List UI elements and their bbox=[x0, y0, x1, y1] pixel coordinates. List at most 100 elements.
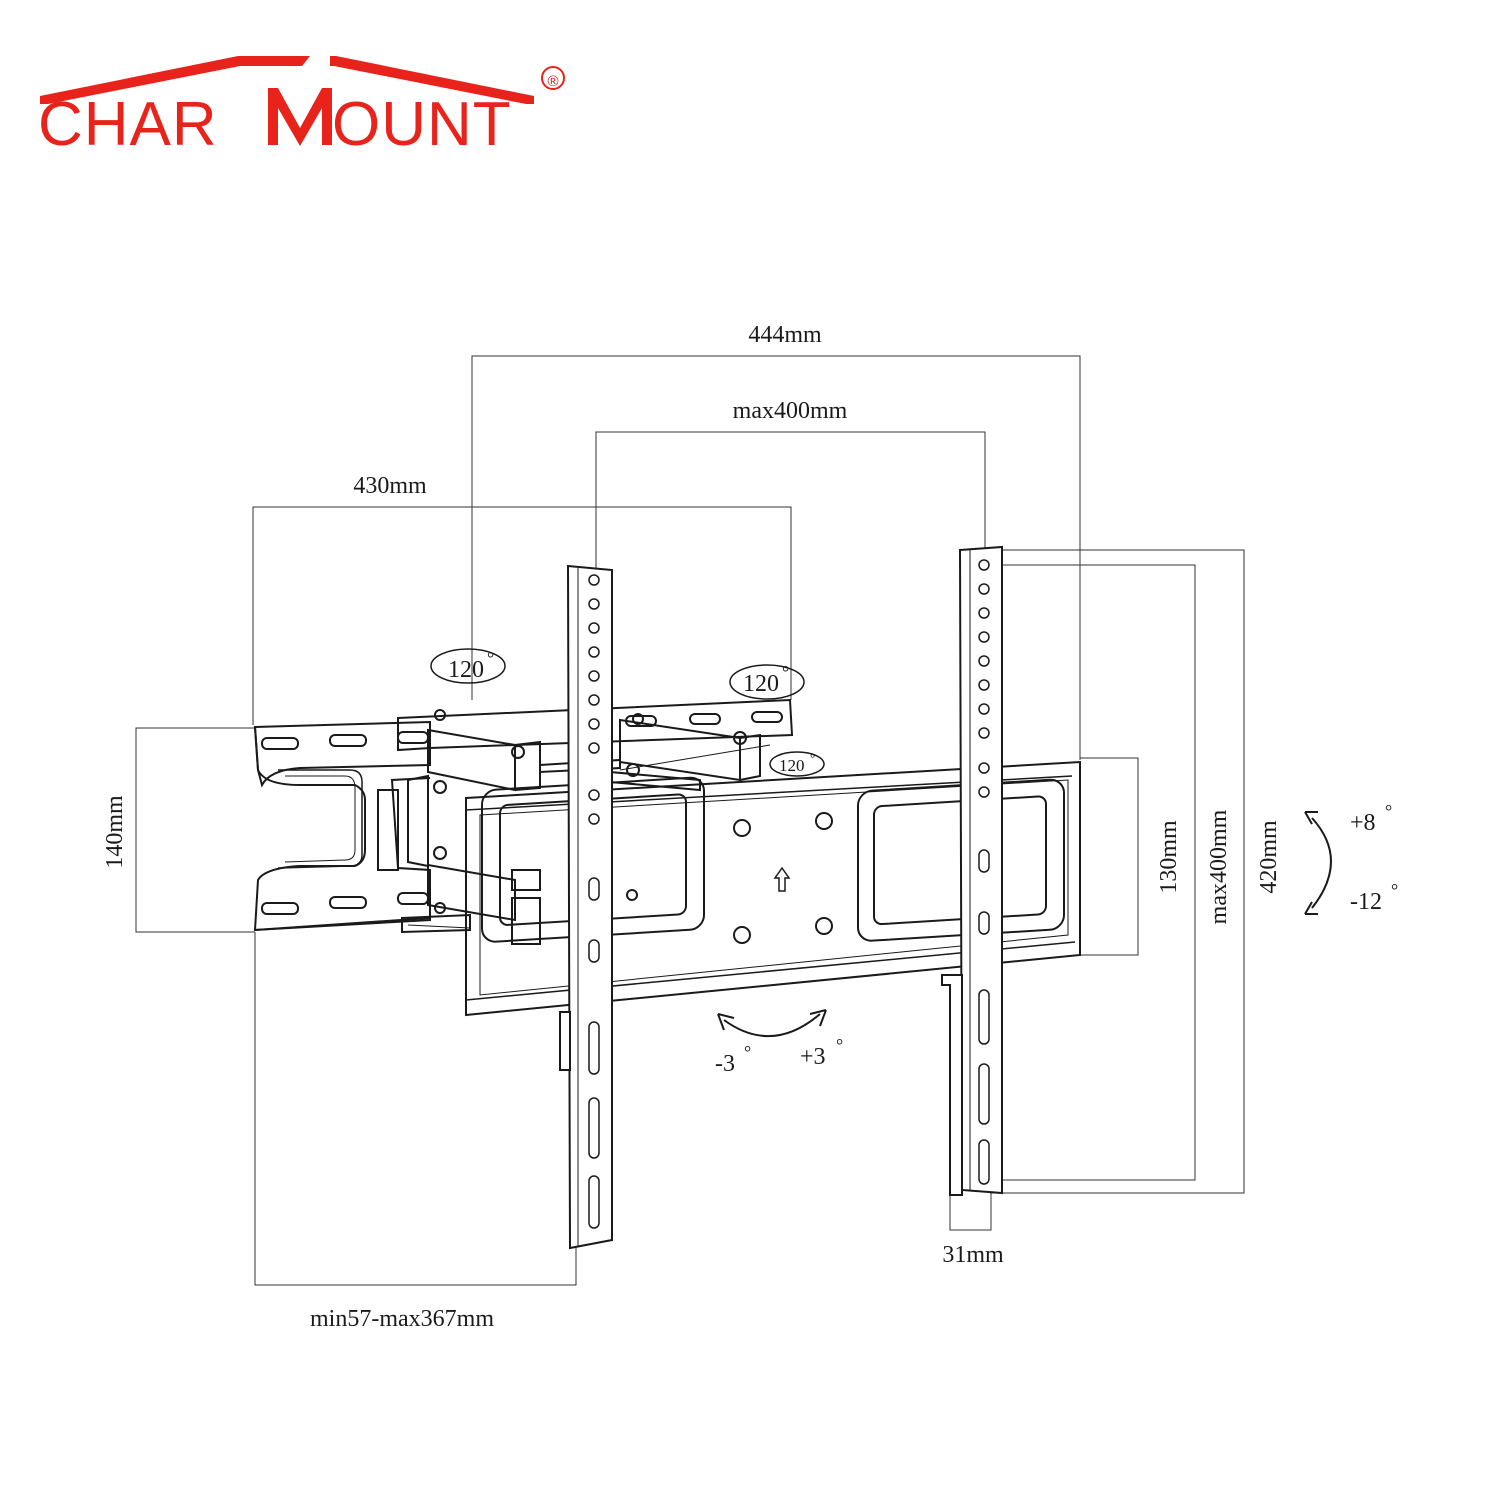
arm-edge bbox=[407, 924, 471, 929]
label-wall-plate-height: 140mm bbox=[102, 795, 128, 869]
swivel-head-ring bbox=[769, 751, 825, 777]
right-rail-hole bbox=[978, 786, 990, 798]
brand-logo: CHAR OUNT ® bbox=[38, 56, 565, 159]
wall-plate-rib bbox=[277, 769, 363, 869]
wall-slot bbox=[397, 731, 429, 744]
tilt-arc bbox=[1311, 817, 1332, 909]
degree-mark: ° bbox=[744, 1042, 751, 1062]
bolt bbox=[632, 713, 644, 725]
label-swivel-head: 120 bbox=[779, 756, 805, 775]
wall-slot bbox=[329, 734, 367, 747]
swivel-left-ring bbox=[430, 648, 506, 684]
lower-arm-block bbox=[427, 863, 516, 922]
tv-plate-top-flange bbox=[465, 775, 1073, 811]
label-overall-height: 420mm bbox=[1256, 820, 1282, 894]
left-rail-slot bbox=[588, 1175, 600, 1229]
angle-labels: 120 ° 120 ° 120 ° +8 ° -12 ° -3 ° +3 ° bbox=[448, 648, 1398, 1077]
tilt-arrow-down-icon bbox=[1304, 901, 1318, 915]
right-rail-hole bbox=[978, 631, 990, 643]
label-swivel-right: 120 bbox=[743, 671, 779, 697]
right-rail-hole bbox=[978, 655, 990, 667]
dim-line-420 bbox=[990, 549, 1245, 1194]
plate-hole bbox=[815, 812, 833, 830]
rail-holes bbox=[588, 559, 990, 1229]
wall-hinge bbox=[377, 789, 399, 871]
bolt bbox=[434, 709, 446, 721]
lower-arm-clamp bbox=[511, 897, 541, 945]
left-rail-hole bbox=[588, 718, 600, 730]
left-vertical-rail bbox=[559, 564, 613, 1250]
rotate-arrow-right-icon bbox=[809, 1009, 827, 1027]
label-overall-width: 444mm bbox=[748, 322, 822, 348]
right-rail-hole bbox=[978, 727, 990, 739]
bolt bbox=[626, 889, 638, 901]
wall-plate-outline bbox=[253, 720, 431, 788]
wall-plate-top-bar bbox=[253, 726, 431, 932]
degree-mark: ° bbox=[782, 662, 789, 682]
label-arm-width: 430mm bbox=[353, 473, 427, 499]
bolt bbox=[433, 780, 447, 794]
logo-roof-right bbox=[330, 56, 534, 104]
right-rail-slot bbox=[978, 911, 990, 935]
label-vesa-vertical: max400mm bbox=[1206, 809, 1232, 924]
label-rotate-left: -3 bbox=[715, 1051, 735, 1077]
label-tilt-down: -12 bbox=[1350, 889, 1382, 915]
logo-m-mark bbox=[268, 88, 332, 146]
bolt bbox=[511, 745, 525, 759]
dim-line-max400-v bbox=[985, 564, 1196, 1181]
label-rotate-right: +3 bbox=[800, 1044, 826, 1070]
dimension-labels: 444mm max400mm 430mm 140mm 130mm max400m… bbox=[102, 322, 1282, 1332]
wall-plate-rib bbox=[284, 775, 356, 863]
wall-slot bbox=[397, 892, 429, 905]
tilt-arrow-up-icon bbox=[1304, 811, 1318, 825]
motion-arrows bbox=[430, 648, 1332, 1038]
tv-plate-inner bbox=[479, 779, 1069, 996]
right-rail-slot bbox=[978, 849, 990, 873]
up-arrow-icon bbox=[773, 866, 791, 892]
lower-arm bbox=[401, 913, 471, 934]
right-rail-slot bbox=[978, 989, 990, 1045]
tilt-bracket-edge bbox=[619, 744, 771, 771]
left-rail-hole bbox=[588, 813, 600, 825]
wall-slot bbox=[329, 896, 367, 909]
degree-mark: ° bbox=[487, 648, 494, 668]
dimension-lines bbox=[135, 355, 1245, 1286]
wall-plate bbox=[253, 720, 431, 932]
right-rail-slot bbox=[978, 1063, 990, 1125]
degree-mark: ° bbox=[836, 1035, 843, 1055]
right-rail-hole bbox=[978, 583, 990, 595]
upper-arm-block-side bbox=[514, 740, 541, 791]
arm-slot bbox=[689, 713, 721, 725]
plate-hole bbox=[815, 917, 833, 935]
right-rail-hook bbox=[941, 974, 963, 1196]
right-rail-hole bbox=[978, 679, 990, 691]
logo-text-left: CHAR bbox=[38, 90, 218, 159]
right-rail-hole bbox=[978, 607, 990, 619]
dim-line-140 bbox=[135, 727, 255, 933]
dim-line-extension bbox=[254, 932, 577, 1286]
dim-line-130 bbox=[1075, 757, 1139, 956]
logo-text-right: OUNT bbox=[332, 90, 512, 159]
left-rail-slot bbox=[588, 877, 600, 901]
dim-line-31 bbox=[949, 1190, 992, 1231]
left-rail-hole bbox=[588, 670, 600, 682]
registered-mark-circle bbox=[541, 66, 565, 90]
rotate-arrow-left-icon bbox=[717, 1013, 735, 1031]
degree-mark: ° bbox=[1391, 880, 1398, 900]
label-rail-width: 31mm bbox=[942, 1242, 1004, 1268]
left-rail-hole bbox=[588, 646, 600, 658]
wall-plate-bottom-bar bbox=[254, 917, 431, 931]
label-extension: min57-max367mm bbox=[310, 1306, 494, 1332]
label-swivel-left: 120 bbox=[448, 657, 484, 683]
dim-line-444 bbox=[471, 355, 1081, 760]
bolt bbox=[434, 902, 446, 914]
wall-slot bbox=[261, 902, 299, 915]
left-rail-hook bbox=[559, 1011, 571, 1071]
logo-roof-left bbox=[40, 56, 310, 104]
left-rail-body bbox=[566, 564, 613, 1250]
right-vertical-rail bbox=[941, 545, 1003, 1196]
right-rail-slot bbox=[978, 1139, 990, 1185]
degree-mark: ° bbox=[1385, 801, 1392, 821]
